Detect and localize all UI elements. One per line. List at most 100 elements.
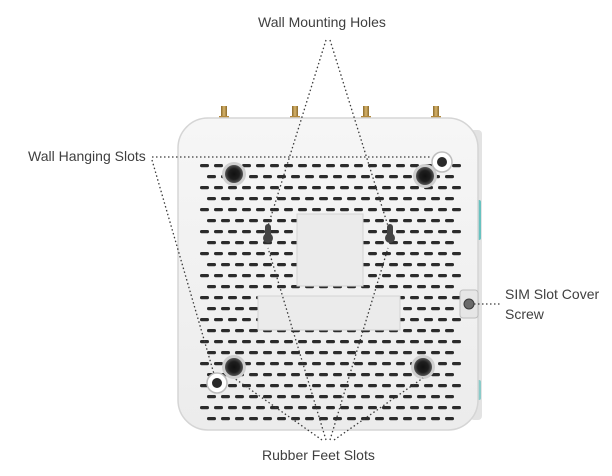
- vent-slot: [382, 252, 391, 256]
- vent-slot: [221, 219, 230, 223]
- vent-slot: [284, 384, 293, 388]
- vent-slot: [340, 208, 349, 212]
- vent-slot: [263, 219, 272, 223]
- vent-slot: [319, 395, 328, 399]
- vent-slot: [410, 296, 419, 300]
- vent-slot: [249, 395, 258, 399]
- vent-slot: [263, 175, 272, 179]
- vent-slot: [333, 417, 342, 421]
- vent-slot: [214, 252, 223, 256]
- leader-mounting-right: [329, 39, 389, 227]
- vent-slot: [445, 351, 454, 355]
- vent-slot: [207, 285, 216, 289]
- vent-slot: [291, 395, 300, 399]
- vent-slot: [235, 329, 244, 333]
- vent-slot: [277, 197, 286, 201]
- leader-feet-2: [267, 247, 327, 441]
- label-wall-hanging-slots: Wall Hanging Slots: [28, 148, 146, 164]
- vent-slot: [319, 373, 328, 377]
- vent-slot: [431, 329, 440, 333]
- vent-slot: [354, 362, 363, 366]
- vent-slot: [214, 230, 223, 234]
- vent-slot: [347, 373, 356, 377]
- vent-slot: [326, 186, 335, 190]
- vent-slot: [277, 417, 286, 421]
- vent-slot: [298, 340, 307, 344]
- vent-slot: [403, 285, 412, 289]
- vent-slot: [284, 252, 293, 256]
- vent-slot: [410, 384, 419, 388]
- vent-slot: [389, 417, 398, 421]
- vent-slot: [452, 164, 461, 168]
- vent-slot: [235, 285, 244, 289]
- vent-slot: [249, 285, 258, 289]
- vent-slot: [214, 296, 223, 300]
- vent-slot: [445, 307, 454, 311]
- vent-slot: [382, 406, 391, 410]
- vent-slot: [305, 175, 314, 179]
- vent-slot: [263, 263, 272, 267]
- vent-slot: [396, 362, 405, 366]
- vent-slot: [431, 219, 440, 223]
- vent-slot: [340, 164, 349, 168]
- vent-slot: [256, 252, 265, 256]
- vent-slot: [228, 318, 237, 322]
- vent-slot: [326, 340, 335, 344]
- vent-slot: [298, 208, 307, 212]
- vent-slot: [298, 406, 307, 410]
- vent-slot: [228, 274, 237, 278]
- vent-slot: [263, 285, 272, 289]
- wall-hanging-slot-top-right: [431, 151, 453, 173]
- vent-slot: [403, 307, 412, 311]
- vent-slot: [284, 274, 293, 278]
- vent-slot: [452, 208, 461, 212]
- vent-slot: [452, 406, 461, 410]
- vent-slot: [221, 197, 230, 201]
- vent-slot: [228, 186, 237, 190]
- vent-slot: [368, 340, 377, 344]
- vent-slot: [354, 186, 363, 190]
- vent-slot: [361, 197, 370, 201]
- vent-slot: [305, 373, 314, 377]
- vent-slot: [445, 263, 454, 267]
- vent-slot: [389, 197, 398, 201]
- label-wall-mounting-holes: Wall Mounting Holes: [258, 14, 386, 30]
- vent-slot: [424, 384, 433, 388]
- vent-slot: [382, 274, 391, 278]
- vent-slot: [291, 197, 300, 201]
- vent-slot: [270, 362, 279, 366]
- vent-slot: [333, 197, 342, 201]
- vent-slot: [249, 329, 258, 333]
- leader-lines: [151, 39, 500, 441]
- vent-slot: [312, 406, 321, 410]
- vent-slot: [382, 208, 391, 212]
- vent-slot: [242, 164, 251, 168]
- wall-mounting-hole-right: [385, 224, 395, 243]
- vent-slot: [235, 307, 244, 311]
- vent-slot: [312, 340, 321, 344]
- vent-slot: [291, 373, 300, 377]
- vent-slot: [214, 186, 223, 190]
- vent-slot: [200, 252, 209, 256]
- vent-slot: [368, 186, 377, 190]
- vent-slot: [333, 395, 342, 399]
- vent-slot: [361, 395, 370, 399]
- vent-slot: [284, 340, 293, 344]
- vent-slot: [207, 351, 216, 355]
- vent-slot: [375, 417, 384, 421]
- rubber-foot-bottom-left: [222, 355, 246, 379]
- vent-slot: [403, 351, 412, 355]
- vent-slot: [452, 384, 461, 388]
- vent-slot: [228, 230, 237, 234]
- vent-slot: [389, 285, 398, 289]
- vent-slot: [249, 219, 258, 223]
- vent-slot: [200, 274, 209, 278]
- vent-slot: [235, 417, 244, 421]
- vent-slot: [221, 285, 230, 289]
- vent-slot: [333, 175, 342, 179]
- vent-slot: [340, 384, 349, 388]
- vent-slot: [375, 197, 384, 201]
- vent-slot: [242, 274, 251, 278]
- vent-slot: [200, 230, 209, 234]
- vent-slot: [431, 197, 440, 201]
